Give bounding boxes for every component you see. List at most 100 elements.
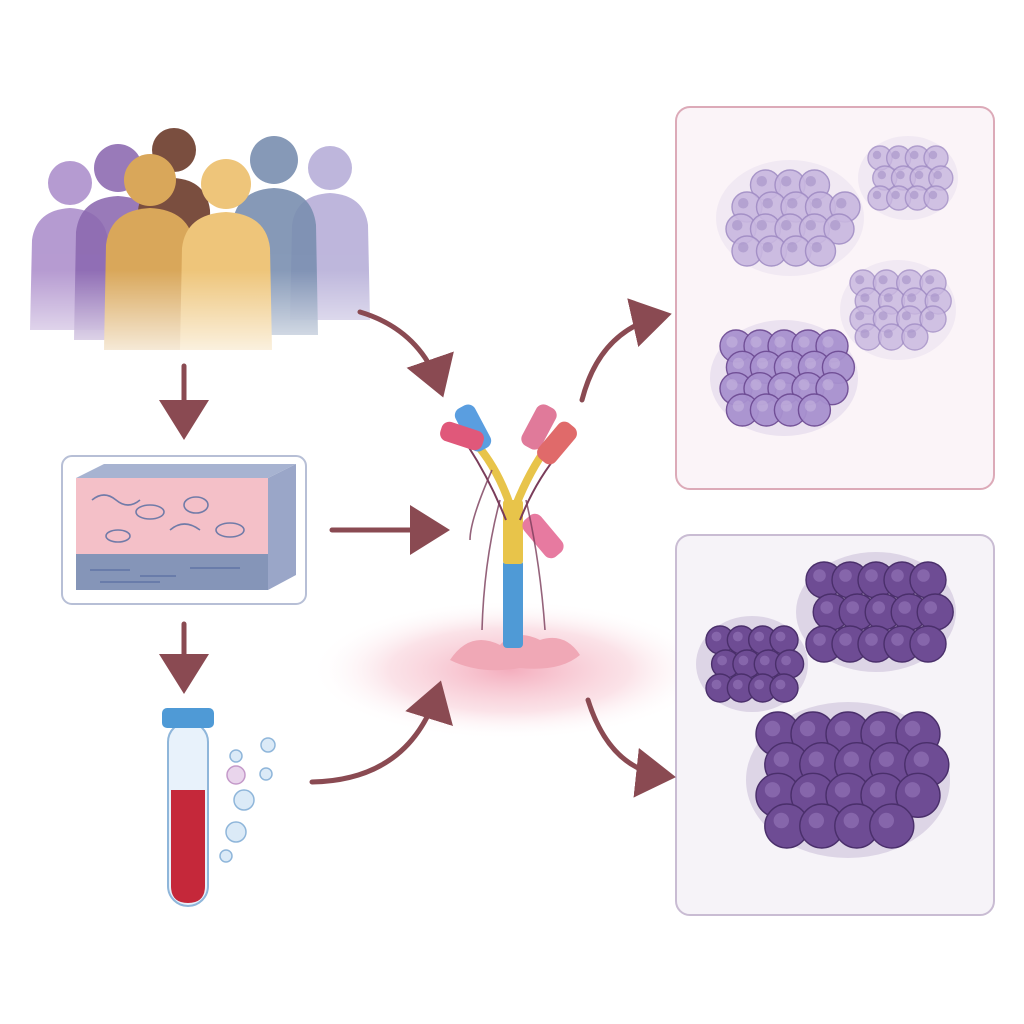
cell-highlight <box>738 242 749 253</box>
cell-highlight <box>762 242 773 253</box>
cell-highlight <box>878 751 894 767</box>
cell-highlight <box>839 569 852 582</box>
cell-highlight <box>732 631 743 642</box>
cell-highlight <box>878 275 888 285</box>
tissue-blue-layer <box>76 554 268 590</box>
tube-blood <box>171 790 205 903</box>
cell-highlight <box>781 220 792 231</box>
cell-highlight <box>756 176 767 187</box>
arrow-antibody-to-light-cells <box>579 298 672 403</box>
cell-highlight <box>917 569 930 582</box>
cell-highlight <box>738 655 749 666</box>
tube-cap <box>162 708 214 728</box>
antibody-tendrils <box>469 469 546 631</box>
cell-highlight <box>750 336 762 348</box>
cell-highlight <box>925 275 935 285</box>
cell-highlight <box>883 293 893 303</box>
cell-highlight <box>738 198 749 209</box>
cell-cluster <box>746 702 950 858</box>
cell-highlight <box>764 720 781 737</box>
cell-highlight <box>711 679 722 690</box>
cell-highlight <box>891 190 900 200</box>
cell-highlight <box>846 601 859 614</box>
cell-highlight <box>774 336 786 348</box>
cell-highlight <box>787 198 798 209</box>
cell <box>909 561 947 599</box>
light-cell-clusters-icon <box>710 136 958 436</box>
cell-highlight <box>798 336 810 348</box>
cell-highlight <box>878 311 888 321</box>
cell-cluster <box>796 552 956 672</box>
antibody-icon <box>310 404 710 740</box>
cell-cluster <box>716 160 864 276</box>
cell <box>916 593 954 631</box>
cell-highlight <box>764 782 781 798</box>
cell-highlight <box>928 190 938 200</box>
cell-highlight <box>901 275 911 285</box>
cell-highlight <box>756 220 767 231</box>
cell-highlight <box>732 357 745 369</box>
tissue-pink-layer <box>76 478 268 554</box>
cell-highlight <box>872 601 885 614</box>
people-fade <box>20 270 380 360</box>
cell-highlight <box>930 293 940 303</box>
cell <box>909 625 947 663</box>
cell-highlight <box>865 633 878 646</box>
cell-highlight <box>805 176 816 187</box>
cell-highlight <box>804 400 817 412</box>
cell-highlight <box>917 633 930 646</box>
flow-arrows <box>159 298 676 798</box>
cell-highlight <box>901 311 911 321</box>
cell-highlight <box>811 198 822 209</box>
cell-highlight <box>872 190 882 200</box>
cell-highlight <box>799 782 816 798</box>
cell-cluster <box>840 260 956 360</box>
cell-highlight <box>891 633 904 646</box>
cell-highlight <box>773 812 789 829</box>
arrow-blood-to-antibody <box>309 680 453 785</box>
cell-highlight <box>754 631 765 642</box>
cell-highlight <box>798 379 810 391</box>
cell-highlight <box>843 751 859 767</box>
cell-highlight <box>756 357 769 369</box>
tissue-texture <box>90 494 245 583</box>
cell <box>901 323 929 351</box>
cell-highlight <box>726 336 738 348</box>
cell-highlight <box>834 782 851 798</box>
cell-surface <box>450 635 580 671</box>
cell-highlight <box>762 198 773 209</box>
cell-highlight <box>822 379 834 391</box>
cell-highlight <box>855 275 865 285</box>
antibody-red-tag <box>440 421 484 451</box>
cell-cluster <box>696 616 808 712</box>
cell <box>823 213 855 245</box>
cell-highlight <box>808 751 824 767</box>
cell-highlight <box>717 655 727 666</box>
antibody-coral-tag <box>537 421 577 465</box>
cell-highlight <box>781 655 791 666</box>
cell-highlight <box>865 569 878 582</box>
cell-highlight <box>774 379 786 391</box>
cell-highlight <box>820 601 833 614</box>
cell <box>877 323 906 351</box>
cell-highlight <box>781 176 792 187</box>
cell-highlight <box>928 150 938 160</box>
cell <box>923 185 949 211</box>
cell-highlight <box>860 329 870 339</box>
cell-highlight <box>811 242 822 253</box>
cell-highlight <box>855 311 865 321</box>
cell-highlight <box>804 357 817 369</box>
cell-highlight <box>775 679 786 690</box>
cell-highlight <box>775 631 786 642</box>
cell-highlight <box>898 601 911 614</box>
cell-highlight <box>872 150 882 160</box>
tissue-side-face <box>268 464 296 590</box>
cell-highlight <box>924 601 937 614</box>
cell-highlight <box>878 812 894 829</box>
tissue-block-icon <box>61 455 307 605</box>
cell-highlight <box>869 782 886 798</box>
cell-highlight <box>830 220 841 231</box>
blood-tube-icon <box>162 708 276 907</box>
cell-highlight <box>907 329 917 339</box>
